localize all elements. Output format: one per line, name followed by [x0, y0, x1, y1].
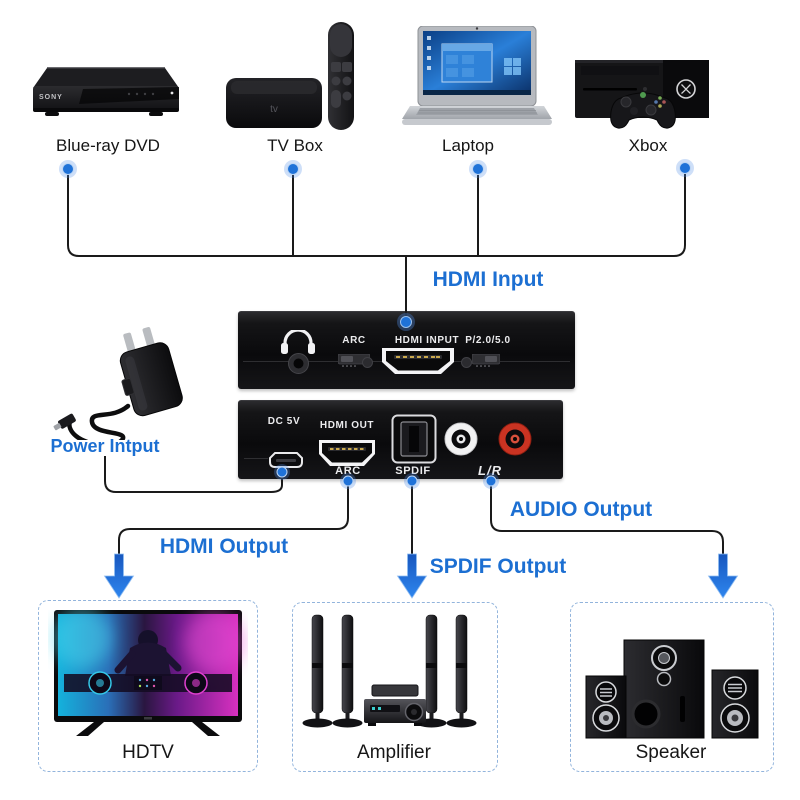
connector-line	[67, 172, 686, 257]
tvbox-image: tv	[226, 22, 354, 130]
mode-switch	[472, 354, 500, 367]
amplifier-label: Amplifier	[357, 742, 431, 763]
power-adapter-image	[53, 327, 183, 440]
extractor-front-panel: DC 5V HDMI OUT ARC SPDIF	[238, 400, 563, 479]
hdmi-input-port	[382, 348, 454, 374]
speaker-label: Speaker	[635, 742, 707, 763]
audio-output-label: AUDIO Output	[509, 498, 653, 521]
source-label-xbox: Xbox	[628, 136, 668, 155]
screw-knob	[461, 357, 472, 368]
hdmi-out-port	[319, 440, 375, 466]
bluray-player-image: SONY	[33, 67, 179, 116]
amplifier-image	[302, 614, 477, 728]
laptop-image	[402, 26, 552, 125]
arc-front-label: ARC	[335, 465, 361, 477]
rca-red-jack	[498, 422, 532, 456]
xbox-controller	[610, 92, 676, 129]
dc5v-label: DC 5V	[267, 416, 301, 427]
down-arrow-icon	[103, 553, 135, 599]
screw-knob	[362, 357, 373, 368]
hdmi-output-label: HDMI Output	[159, 535, 289, 558]
speaker-box	[570, 602, 774, 772]
headphone-icon	[281, 330, 315, 354]
xbox-image	[575, 60, 709, 129]
hdmi-input-port-label: HDMI INPUT	[394, 335, 460, 346]
mode-label: P/2.0/5.0	[465, 335, 511, 346]
hdtv-image	[52, 610, 244, 736]
hdtv-label: HDTV	[122, 742, 174, 763]
source-label-bluray: Blue-ray DVD	[56, 136, 160, 155]
hdtv-box	[38, 600, 258, 772]
sony-logo: SONY	[39, 94, 63, 101]
spdif-label: SPDIF	[395, 465, 431, 477]
down-arrows	[103, 553, 739, 599]
extractor-rear-panel: ARC HDMI INPUT P/2.0/5.0	[238, 311, 575, 389]
connector-line	[490, 482, 724, 560]
speaker-image	[585, 639, 759, 739]
spdif-output-label: SPDIF Output	[429, 555, 567, 578]
headphone-jack	[288, 353, 309, 374]
power-input-label: Power Intput	[50, 436, 160, 456]
apple-tv-logo: tv	[270, 104, 278, 115]
spdif-optical-port	[391, 414, 437, 464]
arc-rear-label: ARC	[342, 335, 366, 346]
hdmi-input-label: HDMI Input	[432, 268, 544, 291]
lr-label: L/R	[478, 463, 502, 478]
tower-speakers	[302, 614, 477, 728]
arc-switch	[338, 354, 370, 367]
hdmi-out-label: HDMI OUT	[319, 420, 375, 431]
down-arrow-icon	[396, 553, 428, 599]
down-arrow-icon	[707, 553, 739, 599]
panel-etch-line	[244, 458, 268, 459]
micro-usb-port	[269, 452, 303, 468]
rca-white-jack	[444, 422, 478, 456]
amplifier-box	[292, 602, 498, 772]
source-label-tvbox: TV Box	[267, 136, 323, 155]
source-label-laptop: Laptop	[442, 136, 494, 155]
